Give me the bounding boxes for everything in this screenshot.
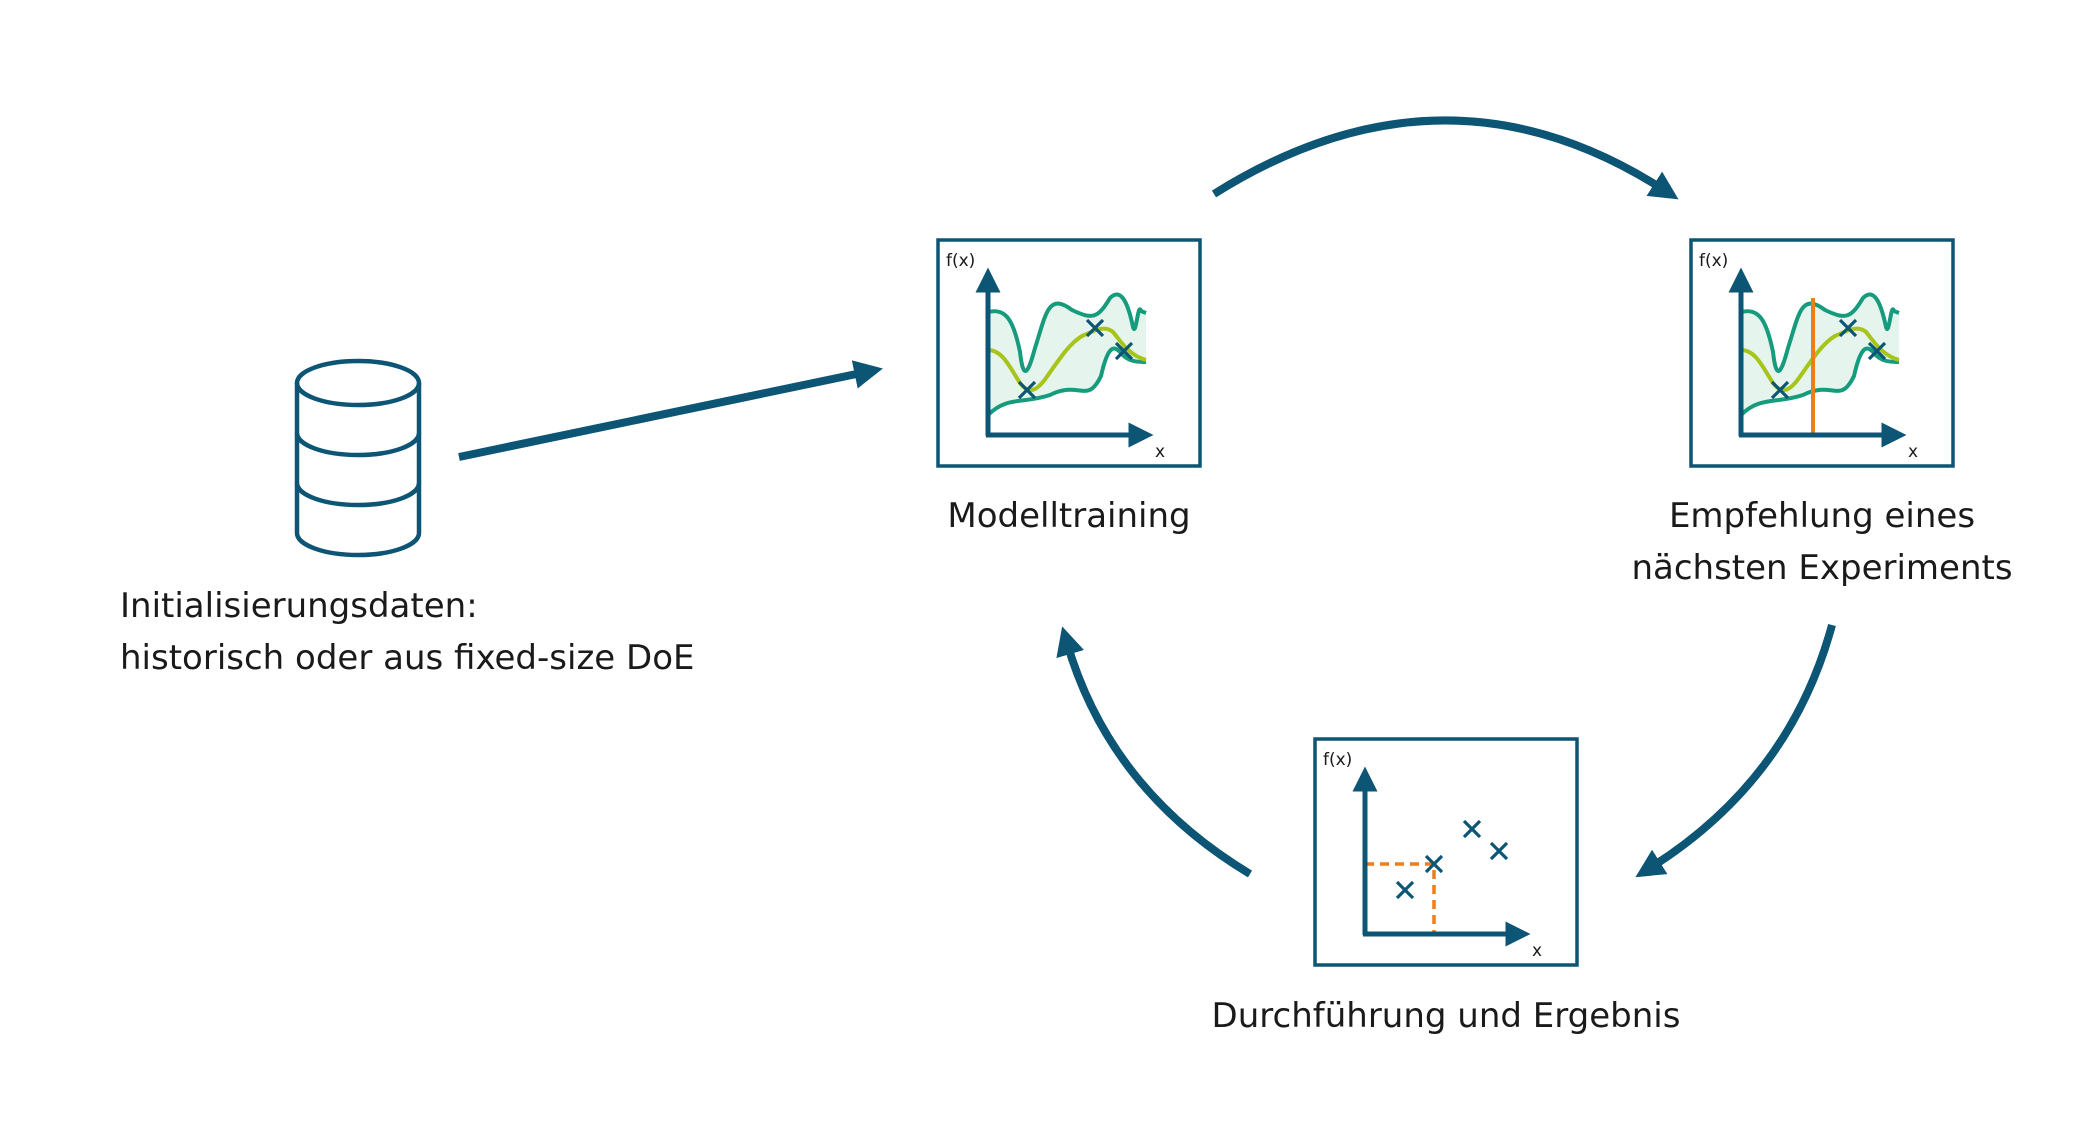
y-axis-label: f(x) bbox=[1323, 750, 1352, 770]
execute-label: Durchführung und Ergebnis bbox=[1211, 996, 1681, 1036]
y-axis-label: f(x) bbox=[1699, 251, 1728, 271]
recommend-label-line2: nächsten Experiments bbox=[1631, 548, 2013, 588]
recommend-label: Empfehlung eines nächsten Experiments bbox=[1631, 490, 2012, 594]
observation-marks bbox=[1395, 819, 1509, 900]
uncertainty-band bbox=[988, 294, 1146, 415]
init-label-line1: Initialisierungsdaten: bbox=[120, 586, 478, 626]
recommend-label-line1: Empfehlung eines bbox=[1668, 496, 1976, 536]
upper-bound-curve bbox=[987, 292, 1147, 373]
recommendation-plot: f(x) x bbox=[1689, 238, 1955, 468]
x-axis-label: x bbox=[1908, 442, 1918, 462]
mean-curve bbox=[1740, 326, 1900, 392]
execute-to-training-arrow bbox=[1056, 626, 1253, 878]
uncertainty-band bbox=[1741, 294, 1899, 415]
y-axis-label: f(x) bbox=[946, 251, 975, 271]
observation-marks bbox=[1770, 318, 1887, 400]
x-axis-label: x bbox=[1155, 442, 1165, 462]
init-to-training-arrow bbox=[458, 360, 883, 461]
mean-curve bbox=[987, 326, 1147, 392]
training-plot: f(x) x bbox=[936, 238, 1202, 468]
training-to-recommend-arrow bbox=[1211, 116, 1679, 200]
observation-marks bbox=[1017, 318, 1134, 400]
execution-plot: f(x) x bbox=[1313, 737, 1579, 967]
init-label-line2: historisch oder aus fixed-size DoE bbox=[120, 638, 695, 678]
lower-bound-curve bbox=[986, 346, 1147, 417]
init-label: Initialisierungsdaten: historisch oder a… bbox=[120, 580, 694, 684]
upper-bound-curve bbox=[1740, 292, 1900, 373]
database-icon bbox=[294, 358, 422, 558]
recommend-to-execute-arrow bbox=[1635, 623, 1836, 878]
x-axis-label: x bbox=[1532, 941, 1542, 961]
lower-bound-curve bbox=[1739, 346, 1900, 417]
training-label: Modelltraining bbox=[947, 496, 1191, 536]
